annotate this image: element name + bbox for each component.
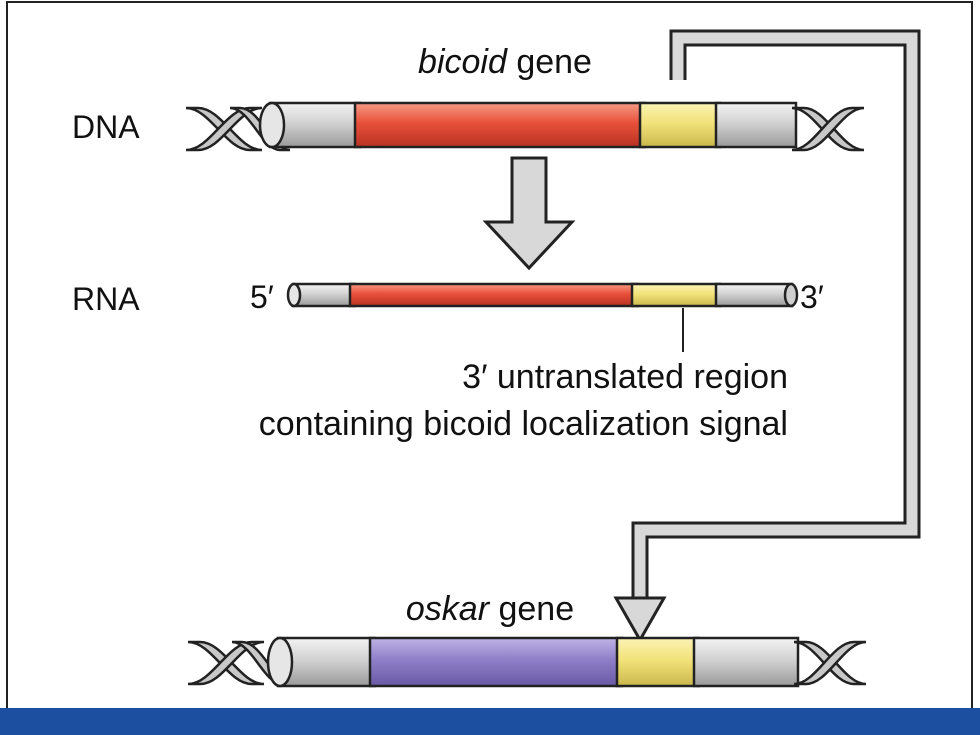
rna-3utr xyxy=(630,282,722,308)
dna-label: DNA xyxy=(72,109,140,145)
dna-left-cap xyxy=(258,101,286,149)
bottom-blue-bar xyxy=(0,708,980,735)
rna-5prime-label: 5′ xyxy=(250,279,274,315)
bicoid-3utr-region xyxy=(638,101,722,149)
oskar-coding-region xyxy=(368,636,624,688)
rna-coding-region xyxy=(348,282,640,308)
transfer-arrow xyxy=(613,29,921,644)
rna-3-tail xyxy=(714,282,794,308)
utr-caption-line1: 3′ untranslated region xyxy=(462,358,788,396)
oskar-dna-cylinder xyxy=(266,636,800,688)
rna-3-end xyxy=(783,282,799,308)
transcription-arrow xyxy=(482,156,576,271)
dna-helix-right xyxy=(791,106,865,152)
bicoid-gene-title: bicoid gene xyxy=(418,43,592,81)
dna-flank-right xyxy=(714,101,798,149)
oskar-gene-title: oskar gene xyxy=(406,590,574,628)
oskar-left-cap xyxy=(266,636,294,688)
rna-5utr xyxy=(291,282,357,308)
bicoid-coding-region xyxy=(353,101,647,149)
rna-5-cap xyxy=(286,282,302,308)
oskar-helix-right xyxy=(793,640,867,686)
rna-label: RNA xyxy=(72,281,140,317)
bicoid-dna-cylinder xyxy=(258,101,798,149)
bicoid-rna-strand xyxy=(286,282,799,308)
utr-caption-line2: containing bicoid localization signal xyxy=(259,405,788,443)
oskar-inserted-3utr xyxy=(615,636,701,688)
oskar-helix-left xyxy=(187,640,293,686)
rna-3prime-label: 3′ xyxy=(800,279,824,315)
oskar-flank-right xyxy=(692,636,800,688)
oskar-insert-arrowhead xyxy=(613,596,667,644)
oskar-flank-left xyxy=(276,636,377,688)
